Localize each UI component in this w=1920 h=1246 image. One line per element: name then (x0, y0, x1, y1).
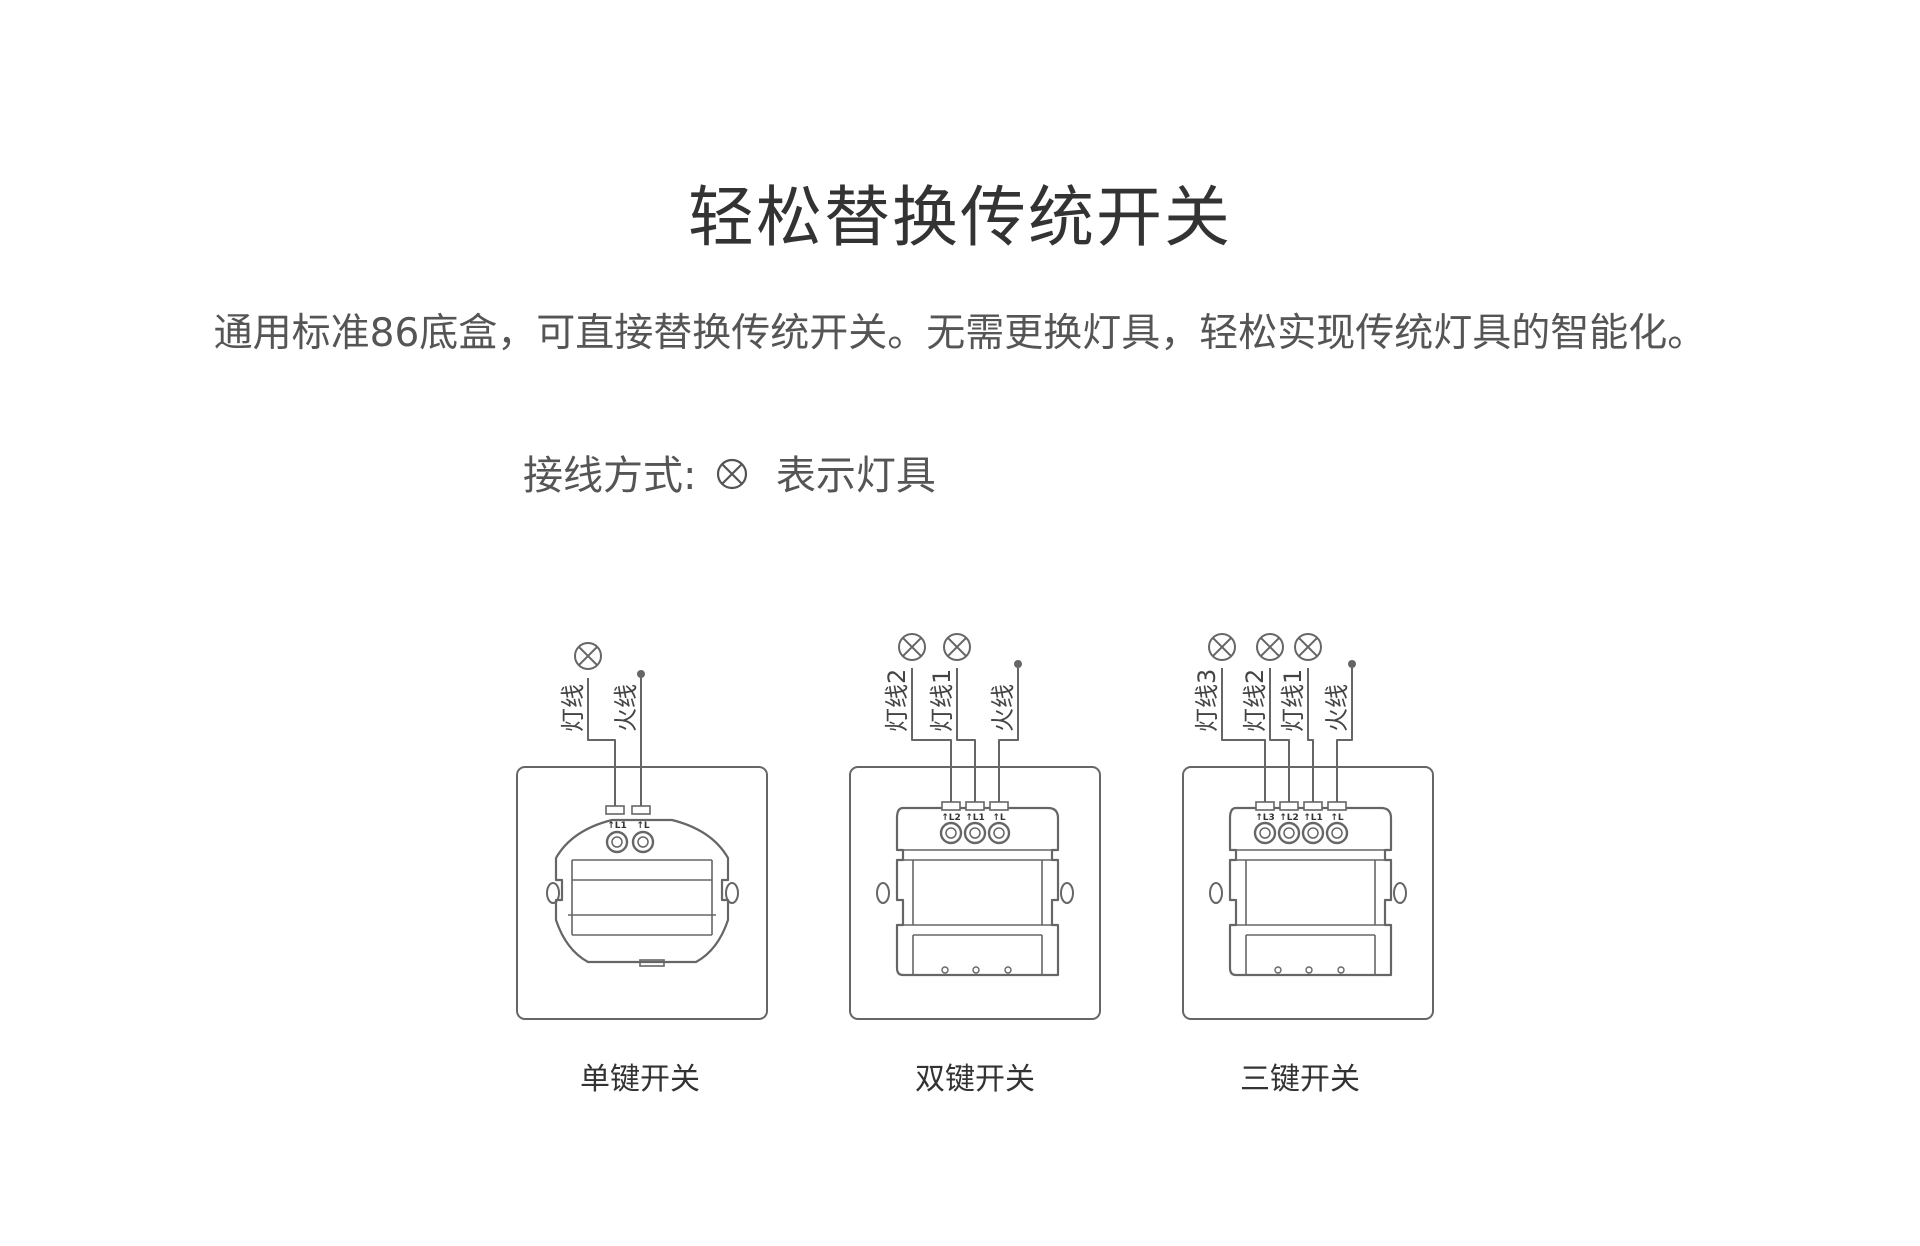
screw-slot (1209, 882, 1223, 904)
terminal-screw-inner (1307, 827, 1319, 839)
terminal-label: ↑L1 (965, 813, 985, 823)
switch-module-body (1228, 806, 1393, 977)
terminal-block (965, 801, 985, 811)
terminal-block (605, 805, 625, 815)
terminal-label: ↑L (636, 821, 650, 831)
terminal-screw (1325, 821, 1349, 845)
terminal-screw (1301, 821, 1325, 845)
terminal-label: ↑L (1330, 813, 1344, 823)
terminal-screw-inner (611, 836, 623, 848)
screw-slot (725, 882, 739, 904)
terminal-block (631, 805, 651, 815)
wire-label: 火线 (989, 684, 1017, 732)
terminal-label: ↑L2 (941, 813, 961, 823)
terminal-label: ↑L3 (1255, 813, 1275, 823)
wire-label: 灯线1 (928, 669, 956, 732)
terminal-screw (605, 830, 629, 854)
lamp-icon (1294, 633, 1322, 661)
terminal-screw-inner (993, 827, 1005, 839)
wire-label: 火线 (612, 684, 640, 732)
lamp-icon (898, 633, 926, 661)
lamp-cross (902, 637, 922, 657)
lamp-icon (574, 642, 602, 670)
terminal-label: ↑L1 (1303, 813, 1323, 823)
live-wire-dot (1014, 660, 1022, 668)
screw-slot (546, 882, 560, 904)
terminal-screw (631, 830, 655, 854)
terminal-screw-inner (1259, 827, 1271, 839)
terminal-block (1327, 801, 1347, 811)
switch-module-body (554, 818, 730, 964)
terminal-label: ↑L1 (607, 821, 627, 831)
switch-label-double: 双键开关 (915, 1062, 1035, 1097)
lamp-wire (1307, 668, 1314, 802)
wire-label: 灯线3 (1193, 669, 1221, 732)
wire-label: 灯线1 (1279, 669, 1307, 732)
terminal-screw (939, 821, 963, 845)
terminal-screw (1277, 821, 1301, 845)
wire-label: 灯线2 (883, 669, 911, 732)
live-wire (1336, 666, 1353, 802)
module-rivet (941, 966, 949, 974)
lamp-cross-circle-icon (715, 450, 749, 506)
page-title: 轻松替换传统开关 (688, 179, 1232, 256)
lamp-cross (1298, 637, 1318, 657)
switch-label-triple: 三键开关 (1240, 1062, 1360, 1097)
wire-label: 火线 (1323, 684, 1351, 732)
wire-label: 灯线2 (1241, 669, 1269, 732)
lamp-cross (1260, 637, 1280, 657)
screw-slot (1060, 882, 1074, 904)
live-wire (998, 666, 1019, 802)
lamp-wire (911, 668, 952, 802)
module-rivet (1337, 966, 1345, 974)
terminal-block (941, 801, 961, 811)
lamp-wire (1221, 668, 1266, 802)
lamp-icon (1256, 633, 1284, 661)
lamp-icon (943, 633, 971, 661)
wiring-legend-suffix: 表示灯具 (775, 453, 936, 499)
terminal-screw (963, 821, 987, 845)
module-rivet (1274, 966, 1282, 974)
live-wire-dot (637, 670, 645, 678)
screw-slot (876, 882, 890, 904)
switch-module-body (895, 806, 1060, 977)
terminal-block (1279, 801, 1299, 811)
page-subtitle: 通用标准86底盒，可直接替换传统开关。无需更换灯具，轻松实现传统灯具的智能化。 (213, 311, 1707, 356)
terminal-label: ↑L2 (1279, 813, 1299, 823)
terminal-screw-inner (969, 827, 981, 839)
terminal-screw-inner (637, 836, 649, 848)
terminal-label: ↑L (992, 813, 1006, 823)
lamp-wire (956, 668, 976, 802)
lamp-wire (587, 678, 616, 806)
screw-slot (1393, 882, 1407, 904)
lamp-cross (1212, 637, 1232, 657)
lamp-cross (578, 646, 598, 666)
lamp-wire (1269, 668, 1290, 802)
terminal-screw-inner (1331, 827, 1343, 839)
terminal-block (1303, 801, 1323, 811)
module-tab (639, 959, 665, 967)
lamp-cross (947, 637, 967, 657)
wiring-legend-prefix: 接线方式: (523, 453, 697, 499)
terminal-block (1255, 801, 1275, 811)
wire-label: 灯线 (559, 684, 587, 732)
module-rivet (972, 966, 980, 974)
module-rivet (1305, 966, 1313, 974)
terminal-screw-inner (1283, 827, 1295, 839)
module-rivet (1004, 966, 1012, 974)
terminal-screw (1253, 821, 1277, 845)
terminal-block (989, 801, 1009, 811)
wiring-legend: 接线方式: 表示灯具 (523, 448, 936, 506)
live-wire-dot (1348, 660, 1356, 668)
terminal-screw (987, 821, 1011, 845)
switch-label-single: 单键开关 (580, 1062, 700, 1097)
lamp-icon (1208, 633, 1236, 661)
terminal-screw-inner (945, 827, 957, 839)
